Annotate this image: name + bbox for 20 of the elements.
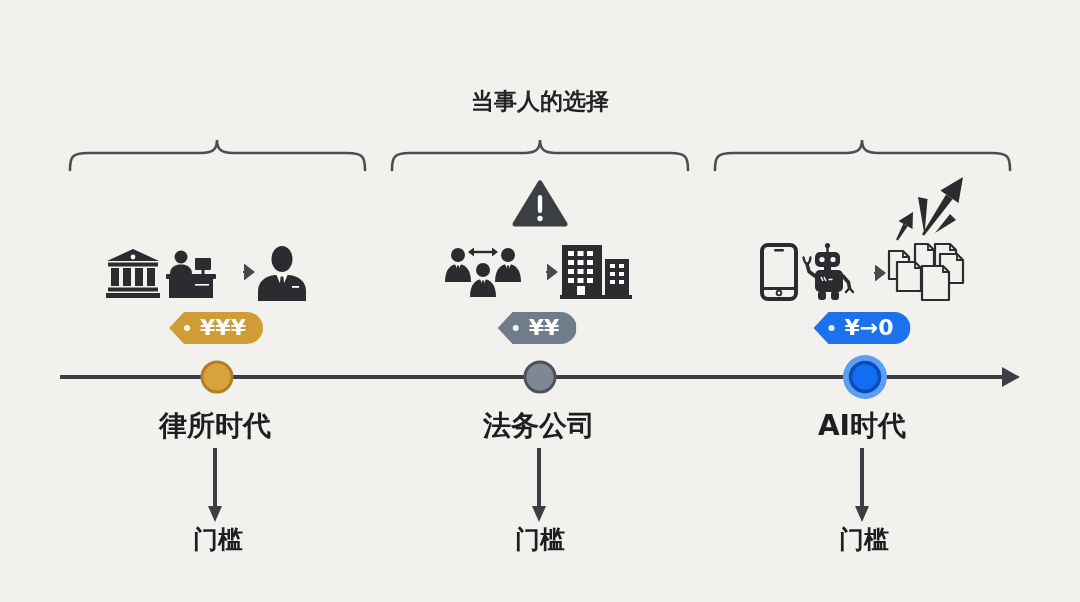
robot-icon bbox=[801, 243, 855, 301]
arrow bbox=[208, 448, 222, 522]
timeline-stage-label: 律所时代 bbox=[159, 404, 271, 448]
person-at-desk-icon bbox=[166, 250, 216, 298]
threshold-label: 门槛 bbox=[515, 522, 565, 558]
timeline-stage-label: AI时代 bbox=[817, 404, 907, 448]
documents-with-rising-arrows-icon bbox=[888, 176, 965, 301]
price-tag: ¥¥ bbox=[497, 312, 577, 344]
smartphone-icon bbox=[760, 243, 798, 301]
diagram-title: 当事人的选择 bbox=[471, 87, 609, 116]
office-building-icon bbox=[560, 245, 632, 299]
arrow bbox=[532, 448, 546, 522]
price-tag: ¥→0 bbox=[813, 312, 911, 344]
bank-building-icon bbox=[106, 248, 160, 298]
arrow bbox=[855, 448, 869, 522]
businessman-icon bbox=[257, 245, 307, 301]
price-tag: ¥¥¥ bbox=[169, 312, 263, 344]
timeline-stage-label: 法务公司 bbox=[483, 404, 595, 448]
threshold-label: 门槛 bbox=[193, 522, 243, 558]
threshold-label: 门槛 bbox=[839, 522, 889, 558]
